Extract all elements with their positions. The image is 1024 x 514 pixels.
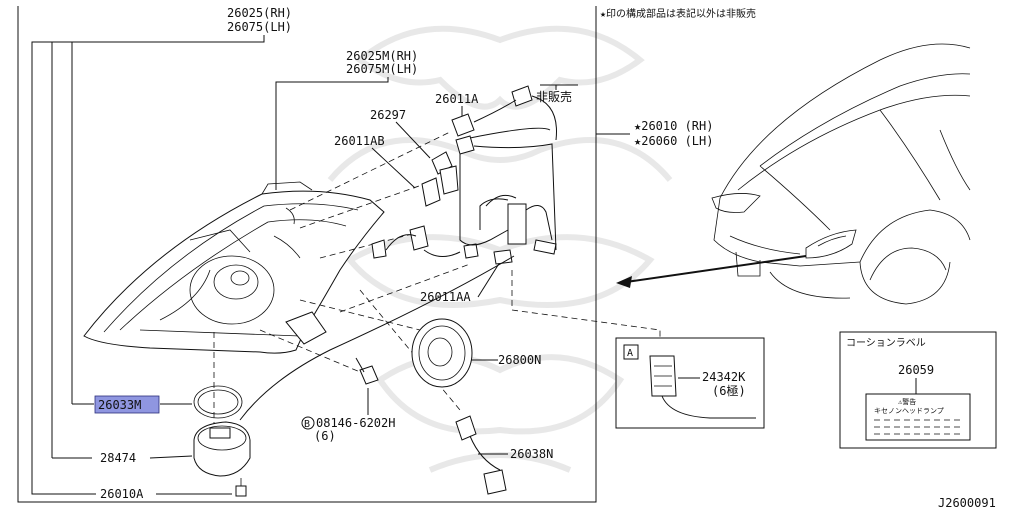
caution-label-box: コーションラベル 26059 ⚠警告 キセノンヘッドランプ — [839, 331, 997, 449]
main-frame — [17, 6, 597, 503]
callout-headlamp-lh: ★26060 (LH) — [634, 134, 713, 148]
leader-bulb — [395, 121, 431, 159]
seal-ring-highlight[interactable] — [94, 395, 160, 414]
leader-socket-ab — [371, 147, 416, 189]
caution-label-graphic — [865, 393, 971, 441]
callout-housing-lh: 26075M(LH) — [346, 62, 418, 76]
inset-a-frame — [615, 337, 765, 429]
leader-assembly — [31, 35, 265, 495]
inset-a-badge-box — [623, 344, 639, 360]
leader-socket-aa — [477, 261, 501, 298]
inset-a-part: 24342K — [702, 370, 746, 384]
callout-assembly-lh: 26075(LH) — [227, 20, 292, 34]
screw-26010a — [235, 478, 247, 497]
caution-label-subtext: キセノンヘッドランプ — [874, 407, 944, 415]
headlamp-housing — [83, 181, 385, 354]
callout-assembly-rh: 26025(RH) — [227, 6, 292, 20]
caution-label-frame — [839, 331, 997, 449]
callout-screw: 26010A — [100, 487, 144, 501]
top-note: ★印の構成部品は表記以外は非販売 — [600, 7, 756, 20]
connector-wire — [661, 395, 756, 419]
car-illustration — [711, 43, 971, 305]
caution-label-part: 26059 — [898, 363, 934, 377]
wiring-harness — [239, 95, 557, 421]
callout-socket-aa: 26011AA — [420, 290, 471, 304]
callout-housing-rh: 26025M(RH) — [346, 49, 418, 63]
leader-ballast-part — [149, 455, 193, 459]
callout-ballast: 28474 — [100, 451, 136, 465]
caution-label-warning: ⚠警告 — [898, 397, 916, 406]
leader-housing — [275, 77, 389, 190]
callout-seal-ring[interactable]: 26033M — [98, 398, 141, 412]
seal-ring-part — [193, 385, 243, 419]
inset-a: A 24342K (6極) — [615, 337, 765, 429]
bulb-sockets — [371, 85, 557, 265]
caution-label-lines — [874, 419, 962, 435]
harness-26038n — [455, 415, 507, 495]
callout-not-sold: 非販売 — [536, 89, 572, 104]
bolt-prefix-circle — [301, 416, 315, 430]
diagram-id: J2600091 — [938, 496, 996, 510]
callout-bolt: 08146-6202H — [316, 416, 395, 430]
inset-a-qty: (6極) — [712, 383, 746, 398]
pointer-arrow — [616, 255, 807, 288]
caution-label-title: コーションラベル — [846, 337, 926, 349]
inset-a-badge: A — [627, 348, 633, 359]
callout-socket-a: 26011A — [435, 92, 479, 106]
callout-bolt-qty: (6) — [314, 429, 336, 443]
bolt-08146 — [355, 357, 379, 385]
seal-ring-inner — [197, 389, 239, 415]
callout-cover: 26800N — [498, 353, 541, 367]
callout-harness: 26038N — [510, 447, 553, 461]
cover-26800n — [411, 318, 473, 388]
callout-bulb: 26297 — [370, 108, 406, 122]
ballast-28474 — [193, 421, 251, 477]
callout-headlamp-rh: ★26010 (RH) — [634, 119, 713, 133]
bolt-prefix: B — [304, 419, 310, 430]
callout-socket-ab: 26011AB — [334, 134, 385, 148]
